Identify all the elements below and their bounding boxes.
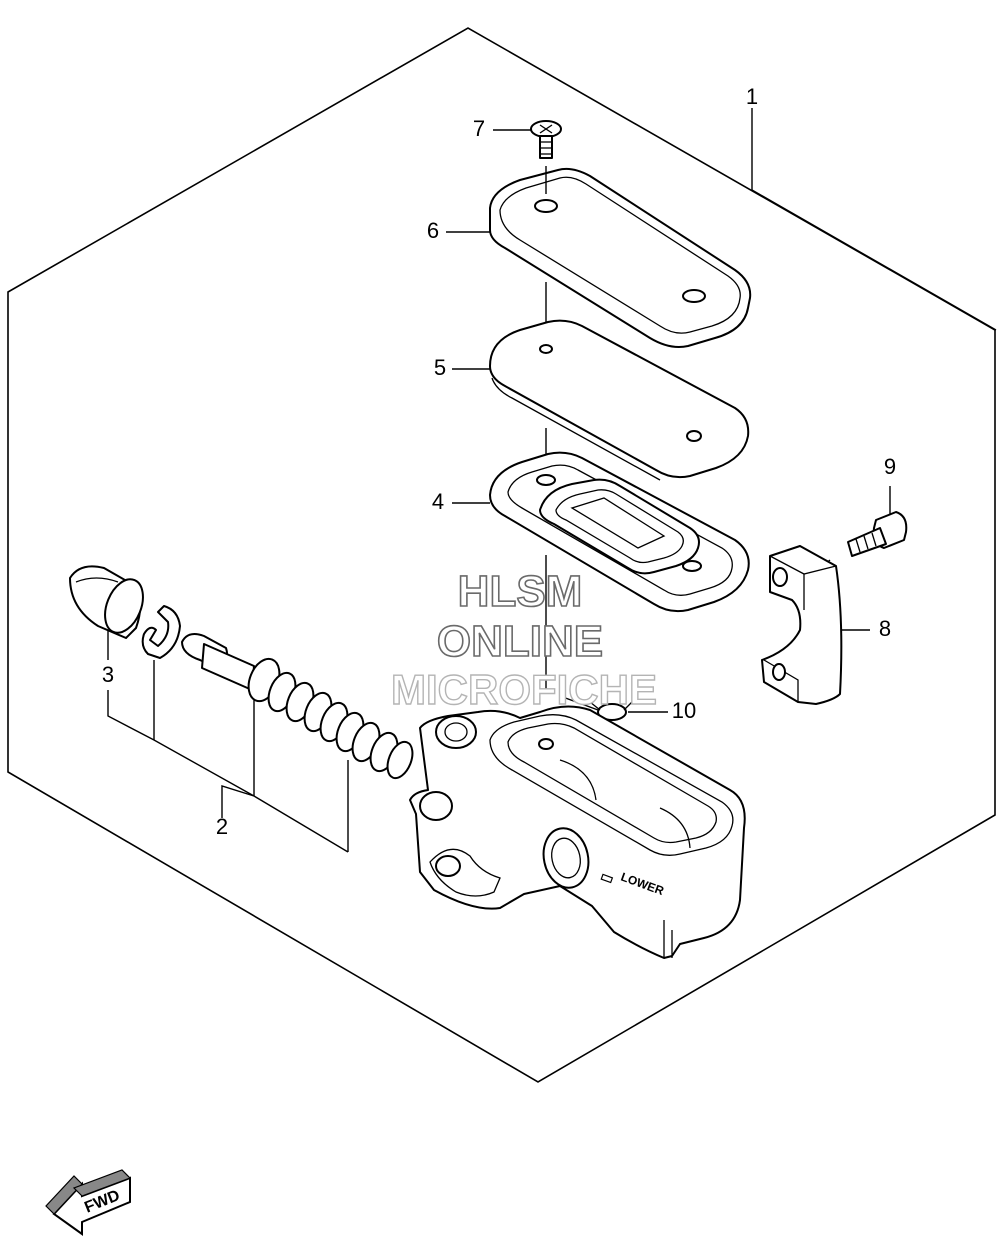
callout-8: 8: [879, 616, 891, 641]
master-cylinder-body: LOWER: [409, 705, 746, 959]
callout-labels: 1 2 3 4 5 6 7 8 9 10: [102, 84, 896, 839]
callout-2: 2: [216, 814, 228, 839]
part-7-screw: [493, 120, 562, 159]
callout-7: 7: [473, 116, 485, 141]
callout-1: 1: [746, 84, 758, 109]
watermark-line-3: MICROFICHE: [391, 666, 657, 713]
part-6-reservoir-cap: [446, 166, 752, 348]
watermark: HLSM ONLINE MICROFICHE: [390, 566, 657, 714]
part-4-gasket: [452, 451, 750, 690]
callout-4: 4: [432, 489, 444, 514]
callout-3: 3: [102, 662, 114, 687]
callout-10: 10: [672, 698, 696, 723]
forward-direction-indicator: FWD: [45, 1169, 132, 1236]
watermark-line-2: ONLINE: [437, 617, 603, 666]
callout-9: 9: [884, 454, 896, 479]
part-8-clamp: [761, 545, 870, 705]
callout-5: 5: [434, 355, 446, 380]
part-10-clip: [559, 695, 668, 721]
assembly-boundary: [7, 27, 996, 1083]
callout-6: 6: [427, 218, 439, 243]
watermark-line-1: HLSM: [458, 567, 583, 616]
part-3-boot-and-circlip: [69, 565, 255, 797]
part-2-piston-kit: [181, 633, 414, 853]
